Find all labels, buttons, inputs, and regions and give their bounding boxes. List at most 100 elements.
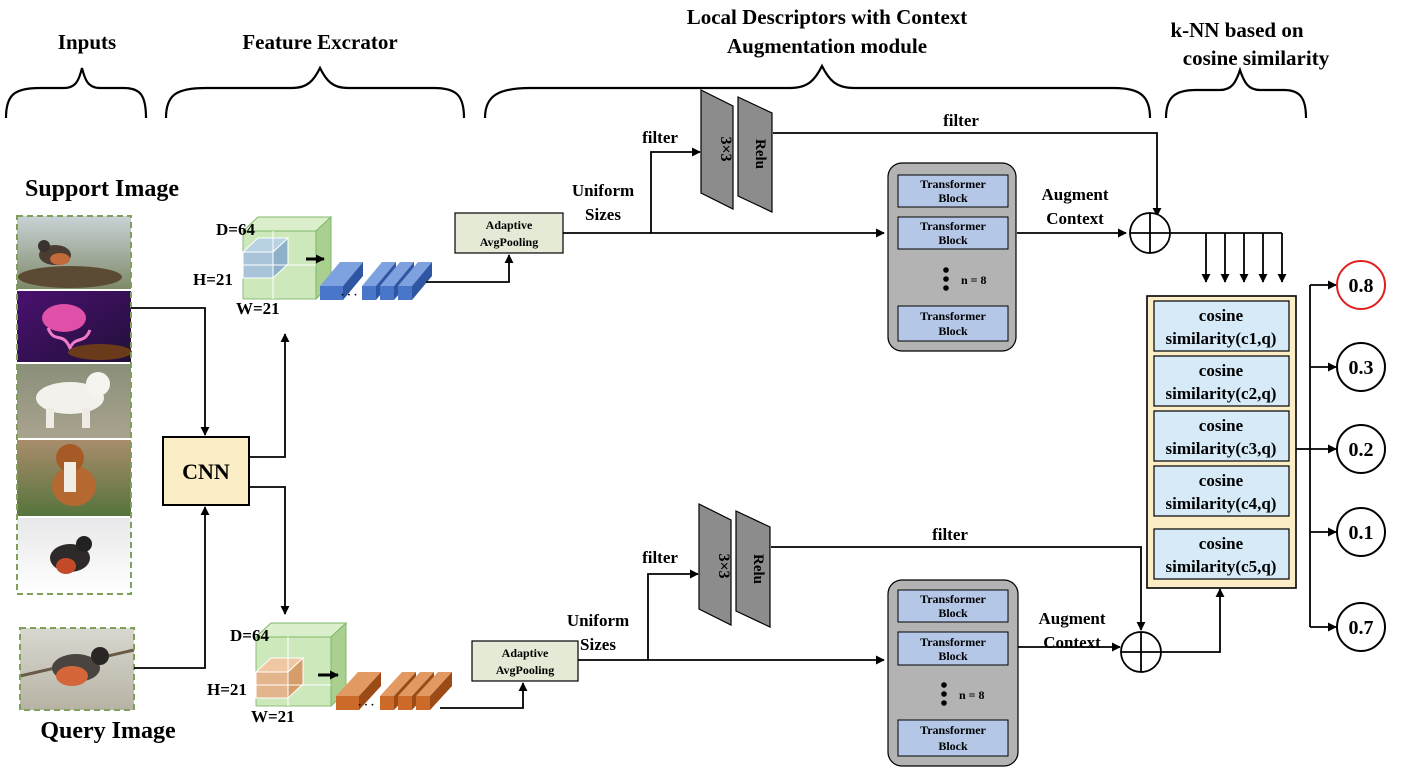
bottom-n-label: n = 8 <box>959 688 985 702</box>
top-tb1-line2: Block <box>938 191 968 205</box>
cosine-block-2: cosine similarity(c2,q) <box>1153 355 1290 407</box>
bottom-relu: Relu <box>735 510 771 628</box>
top-tb3-line1: Transformer <box>920 309 986 323</box>
top-transformer-panel <box>887 162 1017 352</box>
cosine-block-3: cosine similarity(c3,q) <box>1153 410 1290 462</box>
bottom-conv-label: 3×3 <box>715 553 732 578</box>
score-node-2 <box>1336 342 1386 392</box>
adaptive-pool-bottom-line1: Adaptive <box>502 646 549 660</box>
bottom-filter-in-label: filter <box>642 548 678 567</box>
brace-inputs <box>4 67 148 119</box>
cosine-block-1: cosine similarity(c1,q) <box>1153 300 1290 352</box>
pool-arrows <box>426 254 528 709</box>
bottom-conv-3x3: 3×3 <box>698 503 732 626</box>
top-filter-in-label: filter <box>642 128 678 147</box>
adaptive-pool-top-line1: Adaptive <box>486 218 533 232</box>
cosine-4-line2: similarity(c4,q) <box>1166 494 1277 513</box>
tensor-top-depth: D=64 <box>216 220 255 239</box>
top-relu-label: Relu <box>752 139 768 169</box>
cosine-5-line2: similarity(c5,q) <box>1166 557 1277 576</box>
bird-on-nest-photo <box>17 216 131 289</box>
bottom-augment-label-2: Context <box>1043 633 1101 652</box>
top-n-label: n = 8 <box>961 273 987 287</box>
score-node-5 <box>1336 602 1386 652</box>
score-3: 0.2 <box>1349 439 1374 461</box>
cnn-label: CNN <box>182 459 230 484</box>
tensor-bottom <box>254 621 348 708</box>
top-tb2-line2: Block <box>938 233 968 247</box>
brace-ldca <box>483 63 1152 119</box>
bottom-transformer-block-1 <box>897 589 1009 623</box>
bottom-augment-label-1: Augment <box>1038 609 1105 628</box>
cosine-block-4: cosine similarity(c4,q) <box>1153 465 1290 517</box>
top-augment-label-1: Augment <box>1041 185 1108 204</box>
adaptive-pool-top-line2: AvgPooling <box>480 235 538 249</box>
bottom-tb3-line2: Block <box>938 739 968 753</box>
top-filter-out-label: filter <box>943 111 979 130</box>
bottom-descriptor-bars <box>336 672 452 710</box>
top-transformer-block-3 <box>897 305 1009 342</box>
tensor-top-height: H=21 <box>193 270 233 289</box>
tensor-bottom-width: W=21 <box>251 707 295 726</box>
section-title-feature-extractor: Feature Excrator <box>242 30 397 54</box>
bottom-relu-label: Relu <box>750 554 766 584</box>
tensor-bottom-depth: D=64 <box>230 626 269 645</box>
cosine-3-line2: similarity(c3,q) <box>1166 439 1277 458</box>
top-sum-node <box>1129 212 1171 254</box>
cnn-box <box>162 436 250 506</box>
pink-jellyfish-photo <box>17 291 132 362</box>
cosine-3-line1: cosine <box>1199 416 1244 435</box>
knn-fanout-arrows <box>1170 232 1287 283</box>
cosine-1-line2: similarity(c1,q) <box>1166 329 1277 348</box>
score-node-4 <box>1336 507 1386 557</box>
bottom-transformer-block-2 <box>897 631 1009 666</box>
input-arrows <box>131 307 290 669</box>
top-uniform-label-2: Sizes <box>585 205 621 224</box>
bottom-uniform-label-1: Uniform <box>567 611 629 630</box>
top-transformer-block-2 <box>897 216 1009 250</box>
section-title-inputs: Inputs <box>58 30 116 54</box>
query-image-label: Query Image <box>40 718 176 744</box>
cosine-2-line2: similarity(c2,q) <box>1166 384 1277 403</box>
top-augment-label-2: Context <box>1046 209 1104 228</box>
top-vertical-ellipsis <box>943 267 949 291</box>
top-conv-label: 3×3 <box>717 136 734 161</box>
brace-feature-extractor <box>164 65 466 119</box>
white-dog-photo <box>17 364 131 438</box>
bottom-sum-node <box>1120 631 1162 673</box>
tensor-bottom-ellipsis: · · · <box>358 699 375 711</box>
top-conv-3x3: 3×3 <box>700 89 734 210</box>
bottom-transformer-block-3 <box>897 719 1009 757</box>
cosine-block-5: cosine similarity(c5,q) <box>1153 528 1290 580</box>
tensor-top <box>241 215 333 301</box>
cosine-1-line1: cosine <box>1199 306 1244 325</box>
top-descriptor-bars <box>320 262 432 300</box>
bottom-tb2-line1: Transformer <box>920 635 986 649</box>
cosine-4-line1: cosine <box>1199 471 1244 490</box>
top-branch-arrows <box>563 132 1162 238</box>
adaptive-pool-bottom <box>471 640 579 682</box>
section-title-ldca-line1: Local Descriptors with Context <box>687 5 968 29</box>
tensor-top-ellipsis: · · · <box>341 289 358 301</box>
tensor-bottom-height: H=21 <box>207 680 247 699</box>
bottom-tb1-line1: Transformer <box>920 592 986 606</box>
bottom-tb1-line2: Block <box>938 606 968 620</box>
adaptive-pool-top <box>454 212 564 254</box>
cosine-5-line1: cosine <box>1199 534 1244 553</box>
score-4: 0.1 <box>1349 522 1374 544</box>
score-1: 0.8 <box>1349 275 1374 297</box>
cosine-2-line1: cosine <box>1199 361 1244 380</box>
score-2: 0.3 <box>1349 357 1374 379</box>
bird-in-snow-photo <box>17 518 131 594</box>
top-uniform-label-1: Uniform <box>572 181 634 200</box>
score-node-1 <box>1336 260 1386 310</box>
top-tb1-line1: Transformer <box>920 177 986 191</box>
adaptive-pool-bottom-line2: AvgPooling <box>496 663 554 677</box>
boxer-puppy-photo <box>17 440 131 516</box>
tensor-top-width: W=21 <box>236 299 280 318</box>
score-5: 0.7 <box>1349 617 1374 639</box>
section-braces <box>4 63 1308 119</box>
top-relu: Relu <box>737 96 773 213</box>
